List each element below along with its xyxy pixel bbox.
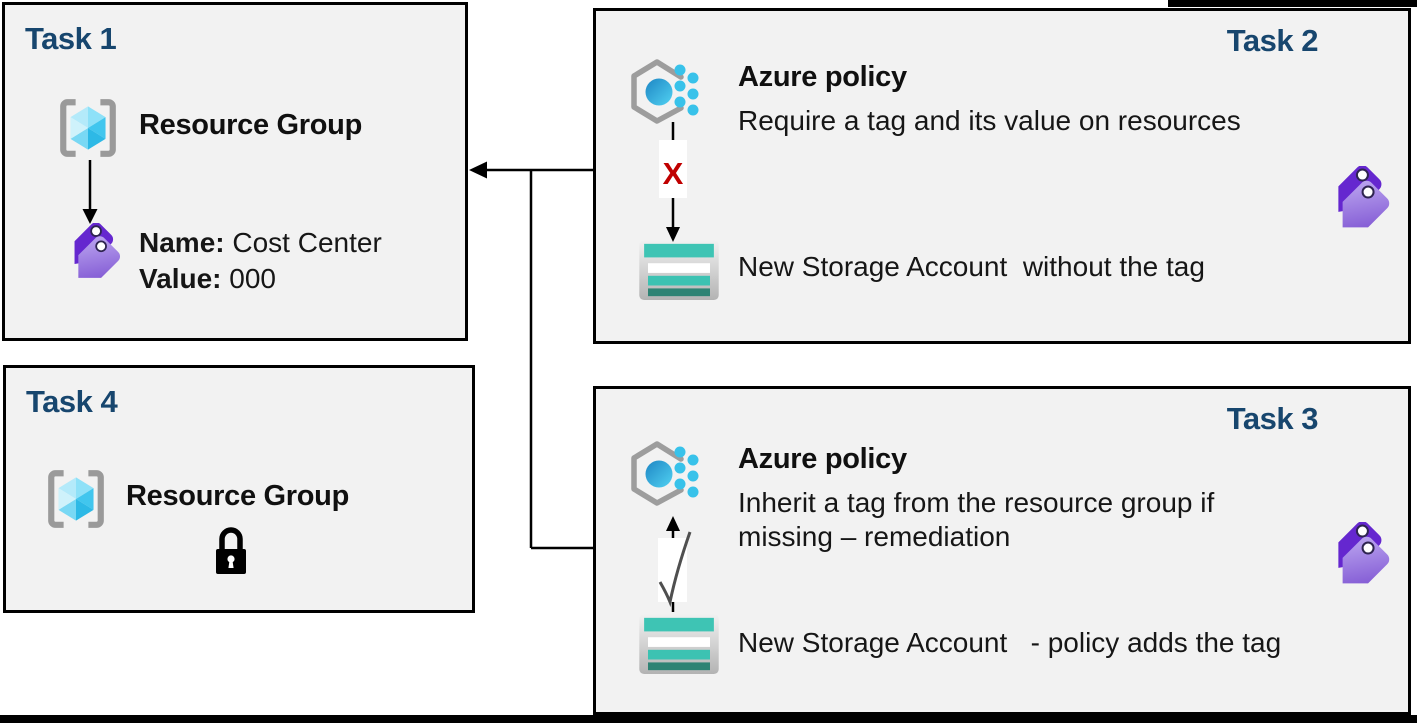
resource-group-label: Resource Group <box>139 109 363 141</box>
bottom-border-bar <box>0 715 1417 723</box>
tags-icon <box>1321 166 1397 242</box>
lock-icon <box>211 523 251 577</box>
task4-title: Task 4 <box>26 384 118 419</box>
azure-policy-icon <box>626 433 704 513</box>
task1-title: Task 1 <box>25 21 117 56</box>
arrowhead-to-task1 <box>469 161 487 179</box>
storage-account-icon <box>638 239 720 301</box>
policy-description: Require a tag and its value on resources <box>738 105 1241 136</box>
policy-description-line2: missing – remediation <box>738 521 1011 552</box>
storage-label: New Storage Account without the tag <box>738 251 1205 282</box>
reject-x-mark: X <box>662 156 684 191</box>
tag-value-line: Value: 000 <box>139 263 276 295</box>
policy-name: Azure policy <box>738 443 907 475</box>
task4-box: Task 4 Resource Group <box>3 365 475 613</box>
policy-name: Azure policy <box>738 61 907 93</box>
resource-group-label: Resource Group <box>126 480 350 512</box>
tag-name-line: Name: Cost Center <box>139 227 382 259</box>
tag-value-label: Value: <box>139 263 222 294</box>
storage-label: New Storage Account - policy adds the ta… <box>738 627 1282 658</box>
azure-policy-icon <box>626 51 704 131</box>
top-border-bar <box>1168 0 1417 7</box>
task3-title: Task 3 <box>1226 401 1319 436</box>
task3-box: Task 3 Azure policy Inherit a tag from t… <box>593 386 1411 715</box>
storage-account-icon <box>638 613 720 675</box>
tags-icon <box>1321 522 1397 598</box>
tag-name-value: Cost Center <box>224 227 382 258</box>
resource-group-icon <box>55 95 121 161</box>
tag-value-value: 000 <box>221 263 276 294</box>
task2-title: Task 2 <box>1226 23 1319 58</box>
policy-description-line1: Inherit a tag from the resource group if <box>738 487 1215 518</box>
task1-box: Task 1 Resource Group Name: Cost Center … <box>2 2 468 341</box>
tag-name-label: Name: <box>139 227 225 258</box>
resource-group-icon <box>43 466 109 532</box>
task2-box: Task 2 Azure policy Require a tag and it… <box>593 8 1411 344</box>
tags-icon <box>59 223 127 291</box>
